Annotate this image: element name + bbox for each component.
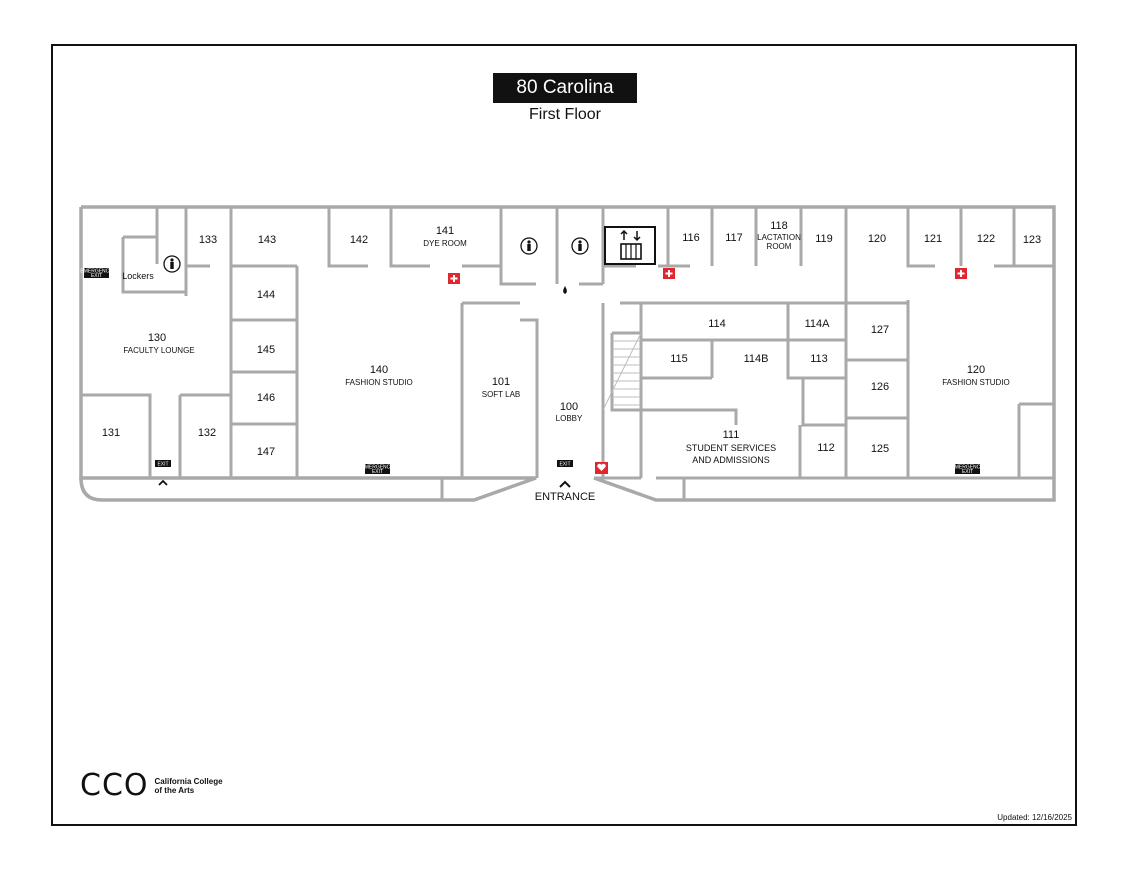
room-122: 122 (977, 233, 995, 245)
water-fountain-icon (563, 286, 567, 294)
svg-text:EXIT: EXIT (91, 273, 102, 279)
room-118-name-1: LACTATION (757, 233, 801, 242)
room-101-name: SOFT LAB (482, 390, 521, 399)
svg-text:EXIT: EXIT (559, 462, 570, 468)
room-118: 118 (770, 220, 788, 232)
logo-mark: CCO (80, 768, 149, 803)
room-117: 117 (725, 232, 743, 244)
svg-text:EXIT: EXIT (372, 469, 383, 475)
room-132: 132 (198, 427, 216, 439)
lockers-label: Lockers (122, 271, 154, 281)
room-100-name: LOBBY (556, 414, 583, 423)
room-120-studio-name: FASHION STUDIO (942, 378, 1010, 387)
elevator-icon (604, 226, 656, 265)
room-141-name: DYE ROOM (423, 239, 467, 248)
map-frame (51, 44, 1077, 826)
room-140-name: FASHION STUDIO (345, 378, 413, 387)
room-131: 131 (102, 427, 120, 439)
entrance-arrow-icon (158, 479, 168, 486)
room-123: 123 (1023, 234, 1041, 246)
room-127: 127 (871, 324, 889, 336)
room-116: 116 (682, 232, 700, 244)
svg-text:EMERGENCY: EMERGENCY (951, 465, 984, 471)
room-111-name-2: AND ADMISSIONS (692, 455, 770, 465)
emergency-exit-sign: EMERGENCY EXIT (80, 268, 113, 279)
restroom-icon (571, 237, 589, 255)
room-112: 112 (817, 442, 835, 454)
first-aid-icon (663, 268, 675, 279)
logo-line-2: of the Arts (154, 786, 195, 795)
entrance-label: ENTRANCE (535, 491, 596, 503)
room-120-top: 120 (868, 233, 886, 245)
floor-label: First Floor (529, 106, 601, 123)
room-130: 130 (148, 332, 166, 344)
room-114a: 114A (805, 318, 831, 330)
emergency-exit-sign: EMERGENCY EXIT (361, 464, 394, 475)
restroom-icon (163, 255, 181, 273)
room-101: 101 (492, 376, 510, 388)
entrance-arrow-icon (559, 480, 571, 488)
room-141: 141 (436, 225, 454, 237)
room-130-name: FACULTY LOUNGE (123, 346, 194, 355)
room-113: 113 (810, 353, 828, 365)
room-125: 125 (871, 443, 889, 455)
room-140: 140 (370, 364, 388, 376)
exit-sign: EXIT (557, 460, 573, 468)
logo-line-1: California College (154, 777, 223, 786)
room-144: 144 (257, 289, 275, 301)
building-title: 80 Carolina (493, 73, 637, 103)
exit-sign: EXIT (155, 460, 171, 468)
room-121: 121 (924, 233, 942, 245)
room-133: 133 (199, 234, 217, 246)
room-115: 115 (670, 353, 688, 365)
svg-text:EXIT: EXIT (157, 462, 168, 468)
room-100: 100 (560, 401, 578, 413)
aed-icon (595, 462, 608, 474)
room-146: 146 (257, 392, 275, 404)
restroom-icon (520, 237, 538, 255)
updated-date: Updated: 12/16/2025 (997, 813, 1072, 822)
room-111-name-1: STUDENT SERVICES (686, 443, 776, 453)
svg-text:EMERGENCY: EMERGENCY (361, 465, 394, 471)
first-aid-icon (448, 273, 460, 284)
room-114: 114 (708, 318, 726, 330)
svg-text:EXIT: EXIT (962, 469, 973, 475)
room-142: 142 (350, 234, 368, 246)
first-aid-icon (955, 268, 967, 279)
room-119: 119 (815, 233, 833, 245)
emergency-exit-sign: EMERGENCY EXIT (951, 464, 984, 475)
interior-walls (81, 207, 1054, 500)
room-111: 111 (723, 429, 740, 441)
room-145: 145 (257, 344, 275, 356)
cca-logo: CCO California College of the Arts (80, 768, 223, 803)
room-143: 143 (258, 234, 276, 246)
room-147: 147 (257, 446, 275, 458)
room-120-studio: 120 (967, 364, 985, 376)
room-114b: 114B (744, 353, 769, 365)
svg-text:EMERGENCY: EMERGENCY (80, 269, 113, 275)
room-118-name-2: ROOM (767, 242, 792, 251)
room-126: 126 (871, 381, 889, 393)
